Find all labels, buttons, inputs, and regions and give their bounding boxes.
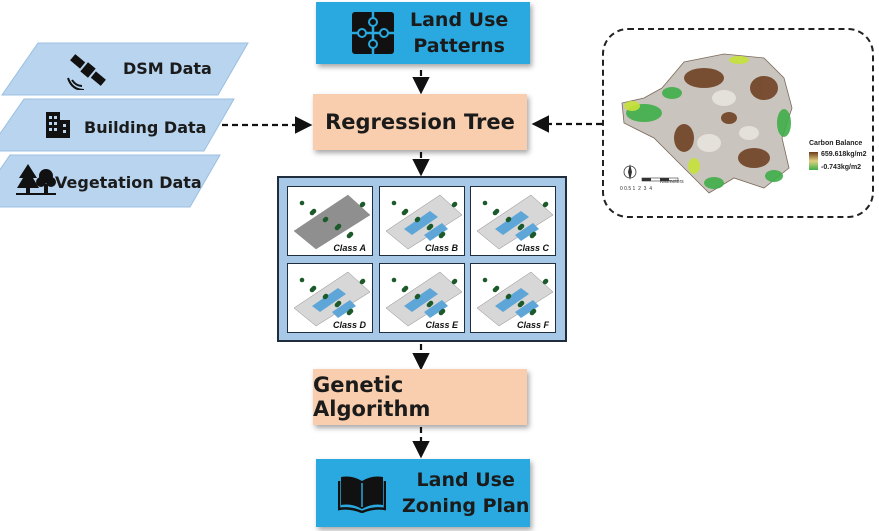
land-use-zoning-plan-box: Land Use Zoning Plan (316, 459, 530, 527)
puzzle-icon (352, 12, 394, 54)
regression-tree-label: Regression Tree (325, 110, 515, 134)
book-icon (338, 476, 386, 513)
land-use-zoning-plan-label: Land Use Zoning Plan (402, 469, 530, 517)
dsm-data-label: DSM Data (123, 59, 212, 78)
carbon-balance-map-panel: 0 0.5 1 2 3 4 Kilometers Carbon Balance … (602, 28, 874, 218)
regression-tree-box: Regression Tree (313, 94, 527, 150)
classes-grid: Class A Class B Class C Class D Class E Class… (277, 176, 567, 342)
trees-icon (16, 164, 56, 195)
class-label: Class A (333, 243, 366, 253)
scale-unit: Kilometers (660, 179, 684, 185)
class-label: Class D (332, 320, 366, 330)
class-label: Class B (424, 243, 458, 253)
north-arrow-scale (623, 164, 679, 182)
class-label: Class E (425, 320, 458, 330)
class-tile-a: Class A (287, 186, 373, 256)
genetic-algorithm-label: Genetic Algorithm (313, 373, 431, 421)
building-icon (46, 112, 70, 138)
dsm-data-shape (1, 42, 249, 96)
class-tile-c: Class C (470, 186, 556, 256)
building-data-label: Building Data (84, 118, 207, 137)
class-tile-e: Class E (379, 263, 465, 333)
scale-ticks: 0 0.5 1 2 3 4 (620, 186, 652, 192)
legend-swatch (809, 152, 818, 170)
genetic-algorithm-box: Genetic Algorithm (313, 369, 527, 425)
legend-title: Carbon Balance (809, 140, 863, 147)
legend-low: -0.743kg/m2 (821, 164, 862, 171)
class-tile-f: Class F (470, 263, 556, 333)
vegetation-data-label: Vegetation Data (55, 173, 202, 192)
carbon-balance-map (621, 53, 793, 194)
land-use-patterns-box: Land Use Patterns (316, 2, 530, 64)
satellite-icon (67, 54, 106, 90)
land-use-patterns-label: Land Use Patterns (410, 9, 509, 57)
class-label: Class F (516, 320, 549, 330)
legend-high: 659.618kg/m2 (821, 151, 867, 158)
class-label: Class C (515, 243, 549, 253)
input-data-group: DSM Data Building Data Vegetation Data (0, 42, 250, 212)
class-tile-b: Class B (379, 186, 465, 256)
class-tile-d: Class D (287, 263, 373, 333)
